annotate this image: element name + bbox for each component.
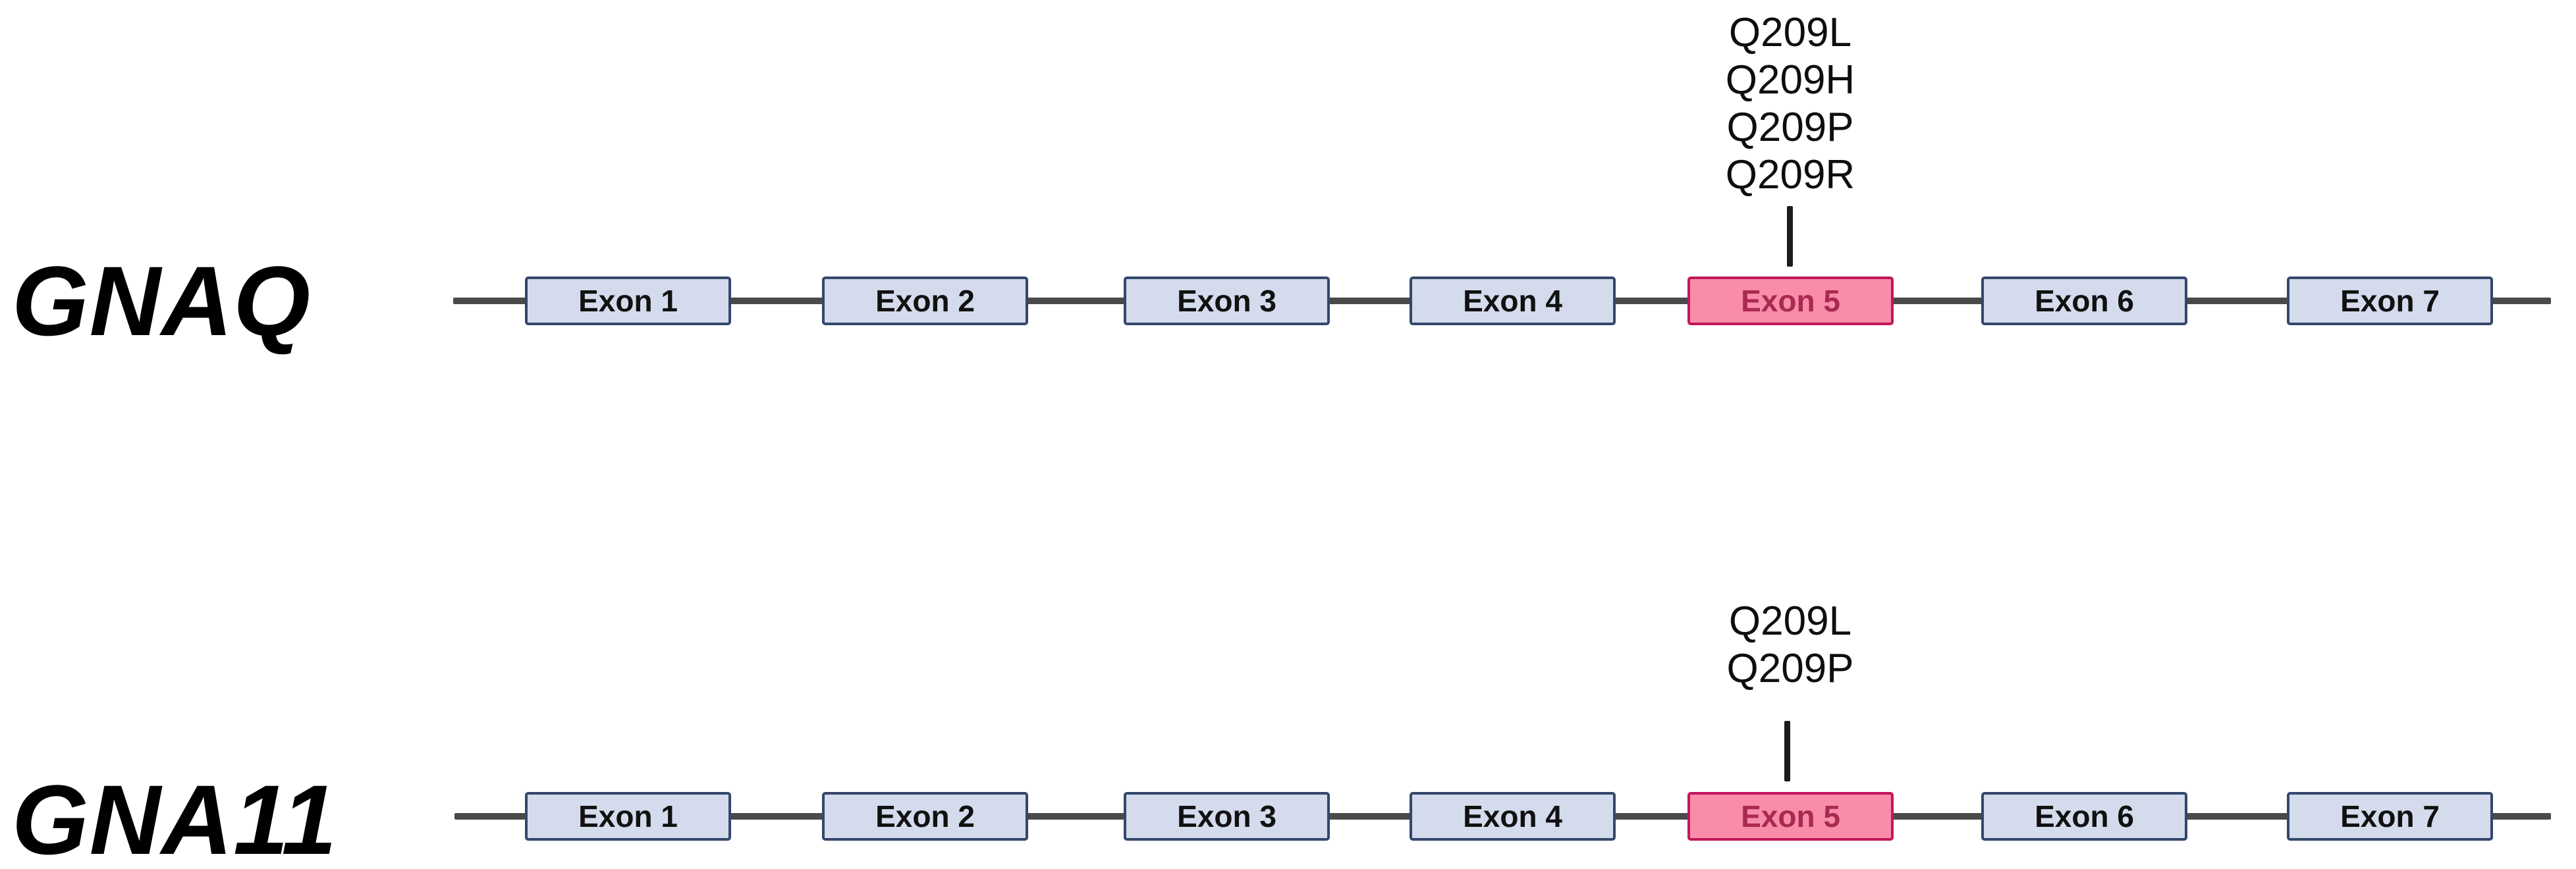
gene-name-gna11: GNA11 <box>12 764 338 869</box>
exon-box: Exon 2 <box>822 792 1028 841</box>
gene-name-gnaq: GNAQ <box>12 246 311 356</box>
exon-label: Exon 7 <box>2340 284 2440 318</box>
exon-label: Exon 2 <box>875 799 975 833</box>
exon-box: Exon 2 <box>822 276 1028 325</box>
mutation-label: Q209H <box>1725 57 1855 103</box>
exon-label: Exon 3 <box>1177 284 1276 318</box>
exon-label: Exon 3 <box>1177 799 1276 833</box>
exon-label: Exon 5 <box>1741 284 1840 318</box>
exon-label: Exon 1 <box>578 799 678 833</box>
exon-label: Exon 6 <box>2035 799 2134 833</box>
exon-label: Exon 5 <box>1741 799 1840 833</box>
mutation-label: Q209L <box>1728 10 1852 55</box>
exon-label: Exon 6 <box>2035 284 2134 318</box>
mutation-label: Q209R <box>1725 152 1855 198</box>
exon-box: Exon 3 <box>1124 276 1330 325</box>
exon-box-highlighted: Exon 5 <box>1687 792 1894 841</box>
mutation-label: Q209L <box>1728 598 1852 644</box>
exon-box: Exon 7 <box>2287 276 2493 325</box>
exon-box-highlighted: Exon 5 <box>1687 276 1894 325</box>
mutation-annotation-gnaq: Q209L Q209H Q209P Q209R <box>1658 9 1922 199</box>
mutation-annotation-gna11: Q209L Q209P <box>1658 598 1922 693</box>
mutation-pointer-line-gna11 <box>1784 721 1790 781</box>
exon-label: Exon 1 <box>578 284 678 318</box>
exon-label: Exon 4 <box>1463 799 1562 833</box>
exon-box: Exon 4 <box>1410 792 1616 841</box>
exon-label: Exon 4 <box>1463 284 1562 318</box>
mutation-pointer-line-gnaq <box>1787 206 1793 267</box>
exon-box: Exon 3 <box>1124 792 1330 841</box>
exon-label: Exon 2 <box>875 284 975 318</box>
exon-box: Exon 6 <box>1981 276 2187 325</box>
exon-label: Exon 7 <box>2340 799 2440 833</box>
mutation-label: Q209P <box>1726 646 1854 691</box>
exon-box: Exon 4 <box>1410 276 1616 325</box>
exon-box: Exon 7 <box>2287 792 2493 841</box>
exon-box: Exon 1 <box>525 276 731 325</box>
exon-box: Exon 6 <box>1981 792 2187 841</box>
exon-box: Exon 1 <box>525 792 731 841</box>
mutation-label: Q209P <box>1726 105 1854 150</box>
